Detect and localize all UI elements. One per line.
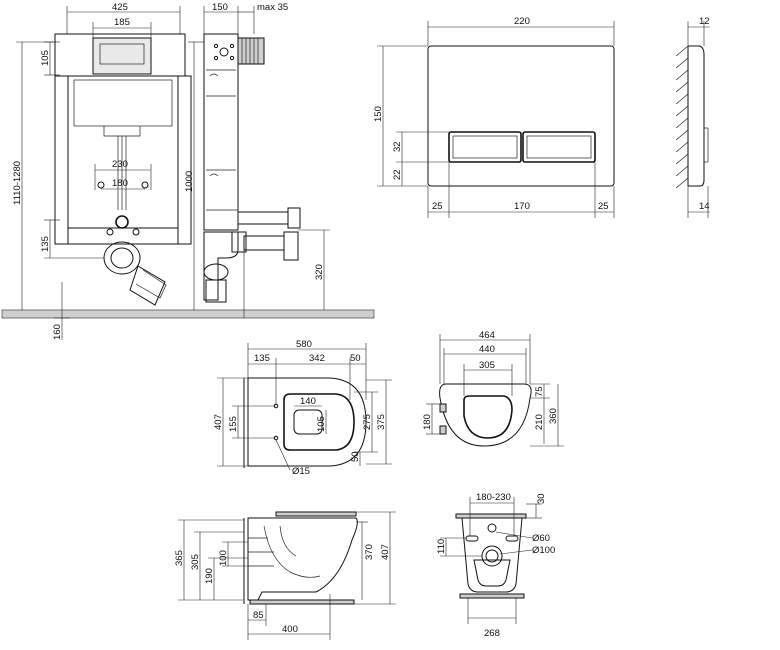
dim-side-b: 190 [204, 568, 215, 584]
bowl-side-view: 365 305 190 100 370 407 85 400 [174, 511, 396, 640]
bowl-outline [247, 377, 367, 467]
seat-opening [463, 395, 513, 439]
dim-side-length: 400 [282, 624, 298, 635]
dim-side-c: 100 [218, 550, 229, 566]
bowl-opening [283, 393, 355, 451]
dim-bowl-hole-dia: Ø15 [292, 466, 310, 477]
dim-frame-max: max 35 [257, 2, 288, 13]
dim-side-right-a: 370 [364, 544, 375, 560]
flush-plate-profile [688, 45, 705, 187]
dim-plate-button-width: 170 [514, 201, 530, 212]
dim-seat-mid: 440 [479, 344, 495, 355]
dim-plate-button-bottom: 22 [392, 169, 403, 180]
dim-bowl-outer-h: 375 [376, 414, 387, 430]
dim-seat-outer-h: 360 [548, 408, 559, 424]
dim-bowl-b: 342 [309, 353, 325, 364]
dim-back-dia-big: Ø100 [532, 545, 555, 556]
back-inlet-icon [487, 523, 497, 533]
dim-seat-inner-h: 210 [534, 414, 545, 430]
dim-frame-height: 1000 [184, 171, 195, 192]
frame-side-view: 150 max 35 1000 320 [184, 2, 330, 318]
floor-line [1, 309, 375, 319]
dim-bowl-side-c: 50 [350, 451, 361, 462]
side-seat [275, 511, 357, 517]
dim-frame-depth: 150 [212, 2, 228, 13]
dim-seat-inner: 305 [479, 360, 495, 371]
back-bowl-outline [461, 517, 523, 593]
dim-frame-top-height: 105 [40, 50, 51, 66]
dim-back-bolts: 180-230 [476, 492, 511, 503]
dim-plate-depth-top: 12 [699, 16, 710, 27]
bowl-top-view: 580 135 342 50 407 155 140 105 275 375 [213, 339, 392, 477]
dim-bowl-length: 580 [296, 339, 312, 350]
dim-bowl-hole-span: 155 [228, 416, 239, 432]
dim-bowl-inner-h: 275 [362, 414, 373, 430]
flush-plate [427, 45, 615, 187]
seat-top-view: 464 440 305 180 75 210 360 [422, 330, 564, 447]
flush-plate-front-view: 220 150 32 22 25 170 25 [373, 16, 615, 218]
dim-bowl-c: 50 [350, 353, 361, 364]
back-outlet-icon [481, 545, 503, 567]
dim-side-total: 365 [174, 550, 185, 566]
dim-bowl-width: 407 [213, 414, 224, 430]
dim-seat-outer: 464 [479, 330, 495, 341]
dim-pipe-height: 320 [314, 264, 325, 280]
flush-button-left [448, 131, 522, 163]
dim-back-dia-small: Ø60 [532, 533, 550, 544]
dim-bowl-opening-w: 140 [300, 396, 316, 407]
dim-floor-offset: 160 [52, 324, 63, 340]
dim-back-h: 110 [436, 539, 447, 554]
dim-side-right-b: 407 [380, 544, 391, 560]
flush-button-right [522, 131, 596, 163]
dim-plate-depth-bottom: 14 [699, 201, 710, 212]
dim-install-height: 1110-1280 [12, 161, 23, 205]
dim-side-base: 85 [253, 610, 264, 621]
dim-seat-hinge: 180 [422, 414, 433, 430]
dim-plate-margin-right: 25 [598, 201, 609, 212]
bowl-back-view: 180-230 30 110 Ø60 Ø100 268 [436, 492, 555, 639]
dim-bowl-opening-h: 105 [316, 416, 327, 432]
dim-drain-height: 135 [40, 236, 51, 252]
actuator-icon [219, 47, 229, 57]
dim-back-top: 30 [536, 493, 547, 504]
frame-tank [67, 75, 179, 229]
dim-back-width: 268 [484, 628, 500, 639]
dim-plate-width: 220 [514, 16, 530, 27]
dim-side-a: 305 [190, 554, 201, 570]
frame-top-plate [92, 37, 152, 75]
frame-side-body [203, 33, 239, 231]
frame-drain-icon [115, 215, 129, 229]
flush-plate-side-view: 12 14 [675, 16, 710, 218]
side-bowl-outline [247, 517, 358, 601]
dim-bowl-a: 135 [254, 353, 270, 364]
dim-plate-height: 150 [373, 106, 384, 122]
frame-front-view: 425 185 105 1110-1280 230 180 135 160 [1, 2, 375, 340]
dim-frame-width: 425 [112, 2, 128, 13]
dim-plate-margin-left: 25 [432, 201, 443, 212]
dim-seat-top-off: 75 [534, 386, 545, 397]
dim-frame-top-plate: 185 [114, 17, 130, 28]
seat-outline [439, 383, 532, 447]
dim-bolts-outer: 230 [112, 159, 128, 170]
dim-bolts-inner: 180 [112, 178, 128, 189]
dim-plate-button-h: 32 [392, 141, 403, 152]
